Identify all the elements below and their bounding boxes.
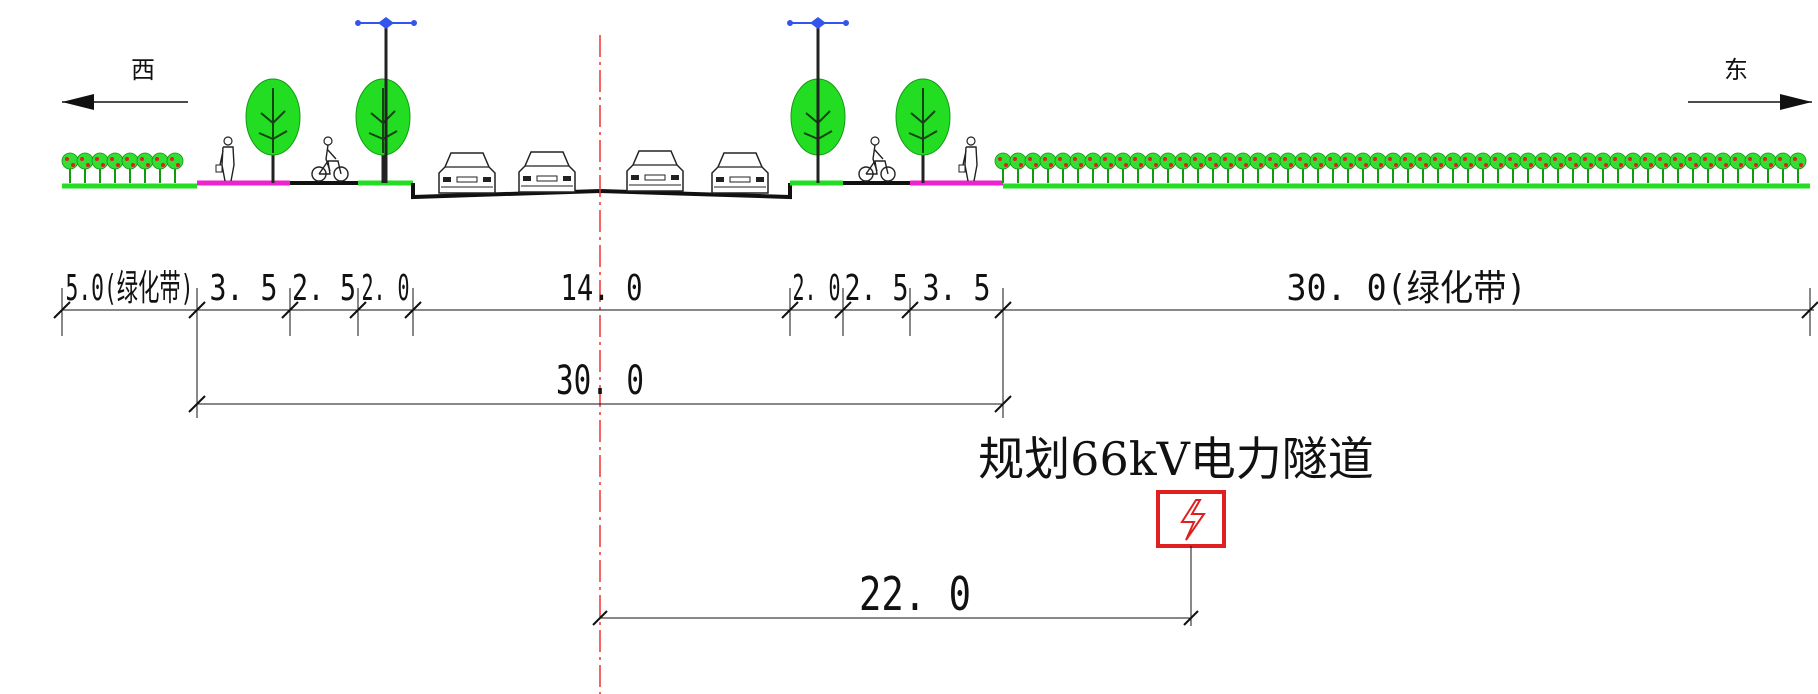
shrub-icon <box>1699 152 1717 184</box>
shrub-icon <box>1264 152 1282 184</box>
shrub-icon <box>1159 152 1177 184</box>
car-icon <box>438 152 496 194</box>
east-label: 东 <box>1724 56 1748 84</box>
overall-dimension-line <box>188 310 1012 418</box>
shrub-icon <box>1744 152 1762 184</box>
shrub-icon <box>1009 152 1027 184</box>
lightning-bolt-icon <box>1156 490 1226 548</box>
tree-icon <box>355 78 411 184</box>
west-label: 西 <box>131 56 155 84</box>
dimension-label-sidewalk: 3. 5 <box>923 268 991 309</box>
shrub-icon <box>1459 152 1477 184</box>
shrub-icon <box>1549 152 1567 184</box>
tunnel-offset-dimension-line <box>592 546 1199 626</box>
dimension-label-greenbelt: 5.0(绿化带) <box>66 268 194 309</box>
shrub-icon <box>76 152 94 184</box>
shrub-icon <box>1729 152 1747 184</box>
shrub-icon <box>1639 152 1657 184</box>
shrub-icon <box>1354 152 1372 184</box>
shrub-icon <box>136 152 154 184</box>
shrub-icon <box>166 152 184 184</box>
west-greenbelt-shrubs <box>61 152 184 184</box>
tree-icon <box>245 78 301 184</box>
shrub-icon <box>1414 152 1432 184</box>
shrub-icon <box>1204 152 1222 184</box>
shrub-icon <box>121 152 139 184</box>
shrub-icon <box>1519 152 1537 184</box>
shrub-icon <box>1369 152 1387 184</box>
car-icon <box>518 151 576 193</box>
shrub-icon <box>151 152 169 184</box>
east-greenbelt-shrubs <box>994 152 1807 184</box>
shrub-icon <box>1714 152 1732 184</box>
shrub-icon <box>994 152 1012 184</box>
shrub-icon <box>1789 152 1807 184</box>
shrub-icon <box>1249 152 1267 184</box>
pedestrian-icon <box>215 136 235 182</box>
shrub-icon <box>1384 152 1402 184</box>
shrub-icon <box>1189 152 1207 184</box>
tree-icon <box>895 78 951 184</box>
dimension-label-bike: 2. 5 <box>845 268 909 309</box>
shrub-icon <box>1339 152 1357 184</box>
shrub-icon <box>1534 152 1552 184</box>
cyclist-icon <box>858 136 896 182</box>
shrub-icon <box>1144 152 1162 184</box>
shrub-icon <box>1654 152 1672 184</box>
shrub-icon <box>1324 152 1342 184</box>
shrub-icon <box>1759 152 1777 184</box>
shrub-icon <box>61 152 79 184</box>
shrub-icon <box>1489 152 1507 184</box>
shrub-icon <box>1669 152 1687 184</box>
shrub-icon <box>1399 152 1417 184</box>
shrub-icon <box>1624 152 1642 184</box>
shrub-icon <box>1504 152 1522 184</box>
east-arrow <box>1688 94 1812 110</box>
dimension-label-verge: 2. 0 <box>793 268 841 309</box>
car-icon <box>626 150 684 192</box>
shrub-icon <box>1444 152 1462 184</box>
shrub-icon <box>1609 152 1627 184</box>
shrub-icon <box>1024 152 1042 184</box>
pedestrian-icon <box>958 136 978 182</box>
shrub-icon <box>1039 152 1057 184</box>
shrub-icon <box>1474 152 1492 184</box>
car-icon <box>711 152 769 194</box>
shrub-icon <box>1069 152 1087 184</box>
shrub-icon <box>106 152 124 184</box>
shrub-icon <box>1279 152 1297 184</box>
shrub-icon <box>1234 152 1252 184</box>
shrub-icon <box>1309 152 1327 184</box>
shrub-icon <box>1219 152 1237 184</box>
dimension-label-sidewalk: 3. 5 <box>210 268 278 309</box>
shrub-icon <box>1594 152 1612 184</box>
shrub-icon <box>1429 152 1447 184</box>
shrub-icon <box>1294 152 1312 184</box>
shrub-icon <box>1564 152 1582 184</box>
shrub-icon <box>1114 152 1132 184</box>
shrub-icon <box>1054 152 1072 184</box>
shrub-icon <box>1579 152 1597 184</box>
cyclist-icon <box>311 136 349 182</box>
overall-dimension-label: 30. 0 <box>556 358 644 404</box>
shrub-icon <box>1084 152 1102 184</box>
shrub-icon <box>1774 152 1792 184</box>
shrub-icon <box>1129 152 1147 184</box>
tunnel-offset-label: 22. 0 <box>859 567 971 621</box>
shrub-icon <box>1174 152 1192 184</box>
dimension-label-verge: 2. 0 <box>362 268 410 309</box>
shrub-icon <box>1099 152 1117 184</box>
dimension-label-greenbelt: 30. 0(绿化带) <box>1287 268 1527 309</box>
west-arrow <box>62 94 188 110</box>
shrub-icon <box>91 152 109 184</box>
tunnel-label: 规划66kV电力隧道 <box>978 432 1374 486</box>
shrub-icon <box>1684 152 1702 184</box>
dimension-label-bike: 2. 5 <box>292 268 356 309</box>
dimension-label-carriageway: 14. 0 <box>561 268 643 309</box>
